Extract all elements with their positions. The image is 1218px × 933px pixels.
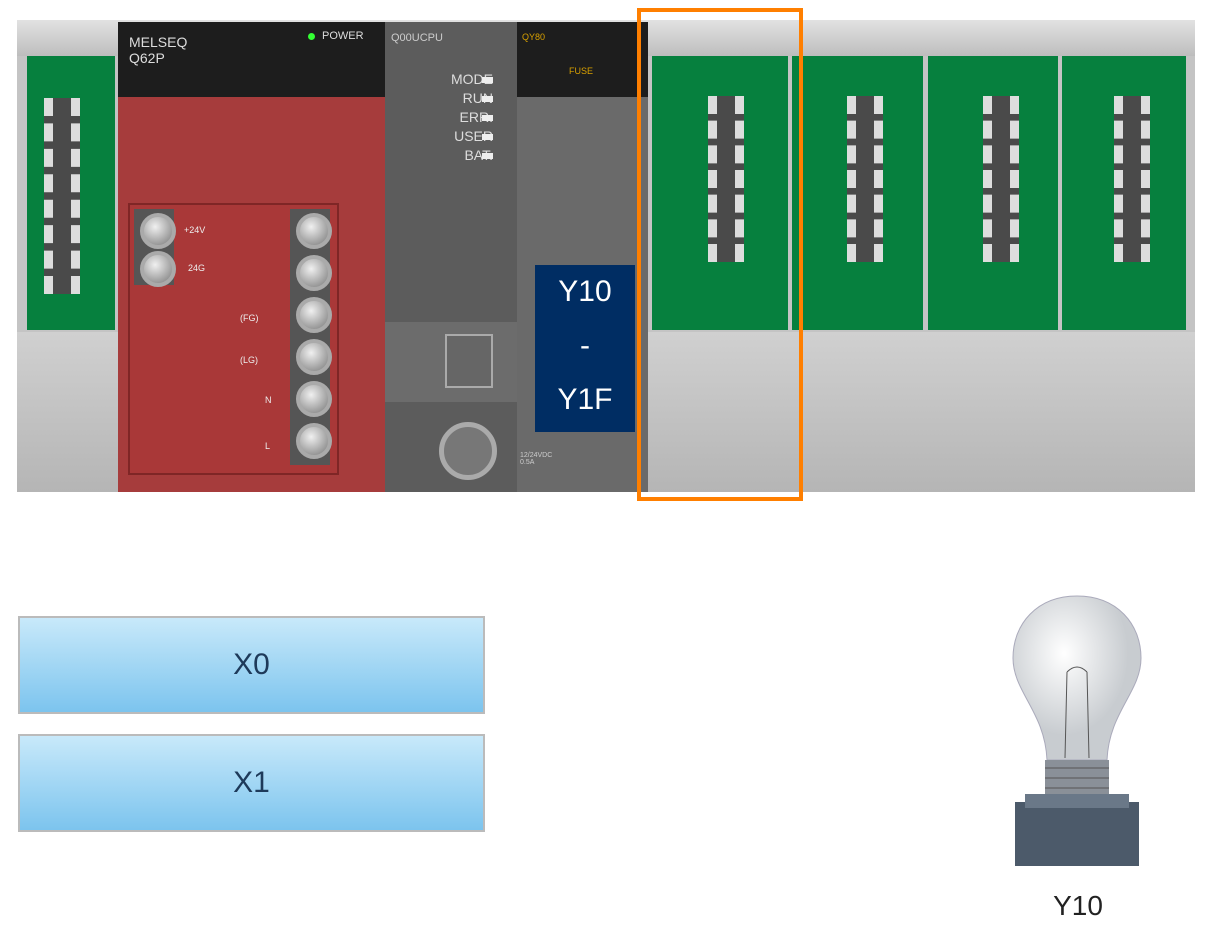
output-module-model: QY80 — [522, 32, 546, 42]
fuse-label: FUSE — [569, 66, 594, 76]
power-led-icon — [308, 33, 315, 40]
terminal-block: +24V 24G (FG) (LG) N L — [128, 203, 339, 475]
screw-icon — [296, 339, 332, 375]
screw-icon — [140, 213, 176, 249]
output-range-label: Y10 - Y1F — [535, 265, 635, 432]
led-label-err: ERR. — [459, 109, 493, 125]
screw-icon — [296, 255, 332, 291]
led-icon — [482, 134, 493, 140]
usb-port-icon — [445, 334, 493, 388]
range-end: Y1F — [557, 383, 613, 416]
slot-1[interactable] — [652, 56, 788, 330]
connector-icon — [44, 98, 80, 294]
led-label-bat: BAT. — [464, 147, 493, 163]
screw-icon — [140, 251, 176, 287]
slot-highlight — [637, 8, 803, 501]
power-supply-module[interactable]: MELSEQ Q62P POWER +24V 24G (FG) (LG) N L — [118, 22, 385, 492]
x1-button[interactable]: X1 — [18, 734, 485, 832]
brand-label: MELSEQ — [129, 34, 188, 50]
slot-2[interactable] — [792, 56, 923, 330]
power-label: POWER — [322, 30, 364, 42]
screw-icon — [296, 423, 332, 459]
led-icon — [482, 115, 493, 121]
output-module[interactable]: QY80 FUSE 12/24VDC 0.5A Y10 - Y1F — [517, 22, 648, 492]
led-icon — [482, 96, 493, 102]
screw-icon — [296, 213, 332, 249]
terminal-label: L — [265, 441, 271, 451]
rating-label: 12/24VDC 0.5A — [520, 452, 553, 466]
terminal-label: (FG) — [240, 313, 259, 323]
model-label: Q62P — [129, 50, 165, 66]
connector-icon — [847, 96, 883, 262]
connector-icon — [983, 96, 1019, 262]
led-label-user: USER — [454, 128, 493, 144]
terminal-label: N — [265, 395, 272, 405]
lamp-label: Y10 — [1053, 890, 1103, 921]
slot-4[interactable] — [1062, 56, 1186, 330]
terminal-label: (LG) — [240, 355, 258, 365]
led-icon — [482, 77, 493, 83]
terminal-label: 24G — [188, 263, 206, 273]
led-icon — [482, 153, 493, 159]
slot-3[interactable] — [928, 56, 1058, 330]
screw-icon — [296, 381, 332, 417]
screw-icon — [296, 297, 332, 333]
range-start: Y10 — [558, 275, 612, 308]
base-connector-board — [27, 56, 115, 330]
x0-button[interactable]: X0 — [18, 616, 485, 714]
led-label-mode: MODE — [451, 71, 493, 87]
cpu-module[interactable]: Q00UCPU MODE RUN ERR. USER BAT. — [385, 22, 517, 492]
led-label-run: RUN — [462, 90, 493, 106]
connector-icon — [1114, 96, 1150, 262]
cpu-model: Q00UCPU — [391, 32, 443, 44]
range-separator: - — [580, 329, 590, 362]
rs232-port-icon — [439, 422, 497, 480]
connector-icon — [708, 96, 744, 262]
light-bulb-icon — [1012, 595, 1142, 866]
terminal-label: +24V — [184, 225, 206, 235]
